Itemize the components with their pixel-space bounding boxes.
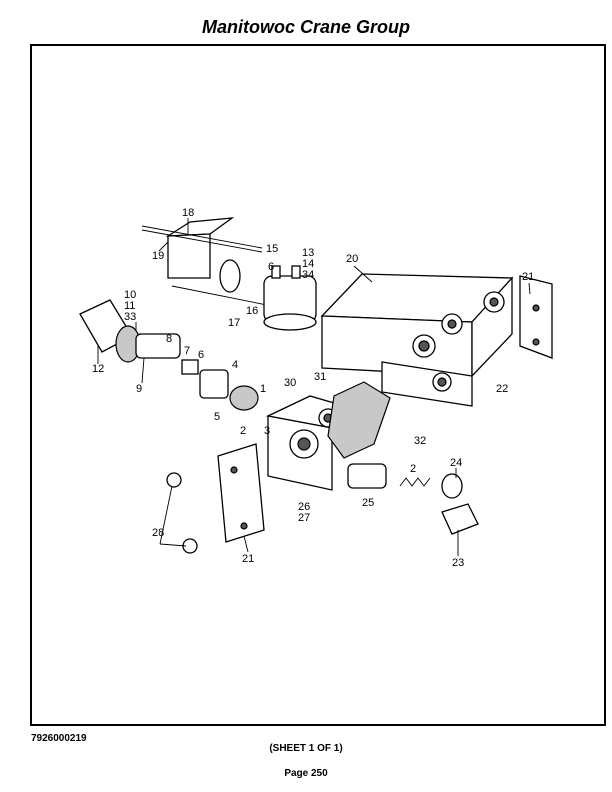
callout-11: 11: [124, 300, 135, 312]
callout-27: 27: [298, 512, 310, 524]
valve-stack: [320, 273, 514, 407]
cartridge-left: [79, 299, 259, 411]
callout-9: 9: [136, 383, 142, 395]
sheet-indicator: (SHEET 1 OF 1): [269, 743, 343, 754]
callout-19: 19: [152, 250, 164, 262]
callout-23: 23: [452, 557, 464, 569]
callout-6-left: 6: [198, 349, 204, 361]
callout-21-top: 21: [522, 271, 534, 283]
callout-16: 16: [246, 305, 258, 317]
callout-14: 14: [302, 258, 314, 270]
exploded-parts-diagram: 18 19 15 6 13 14 34 20 21 10 11 33 17 16…: [79, 207, 553, 569]
solenoid-coil: [219, 259, 317, 331]
callout-2-right: 2: [410, 463, 416, 475]
diagram-frame: 18 19 15 6 13 14 34 20 21 10 11 33 17 16…: [30, 44, 606, 726]
callout-21-bottom: 21: [242, 553, 254, 565]
callout-8: 8: [166, 333, 172, 345]
callout-3: 3: [264, 425, 270, 437]
callout-15: 15: [266, 243, 278, 255]
gasket: [327, 381, 391, 459]
callout-34: 34: [302, 269, 314, 281]
callout-22: 22: [496, 383, 508, 395]
callout-4: 4: [232, 359, 238, 371]
callout-30: 30: [284, 377, 296, 389]
callout-20: 20: [346, 253, 358, 265]
callout-28: 28: [152, 527, 164, 539]
callout-26: 26: [298, 501, 310, 513]
callout-7: 7: [184, 345, 190, 357]
callout-13: 13: [302, 247, 314, 259]
callout-18: 18: [182, 207, 194, 219]
callout-1: 1: [260, 383, 266, 395]
callout-12: 12: [92, 363, 104, 375]
callout-25: 25: [362, 497, 374, 509]
document-number: 7926000219: [31, 733, 87, 744]
callout-24: 24: [450, 457, 462, 469]
page-title: Manitowoc Crane Group: [201, 17, 410, 37]
callout-33: 33: [124, 311, 136, 323]
callout-6: 6: [268, 261, 274, 273]
end-plate-top: [519, 275, 553, 359]
bracket-assembly: [141, 217, 283, 309]
end-plate-bottom: [166, 443, 265, 554]
callout-5: 5: [214, 411, 220, 423]
callout-32: 32: [414, 435, 426, 447]
cartridge-right: [347, 463, 479, 535]
callout-31: 31: [314, 371, 326, 383]
callout-17: 17: [228, 317, 240, 329]
callout-10: 10: [124, 289, 136, 301]
page-number: Page 250: [284, 768, 328, 779]
callout-2: 2: [240, 425, 246, 437]
